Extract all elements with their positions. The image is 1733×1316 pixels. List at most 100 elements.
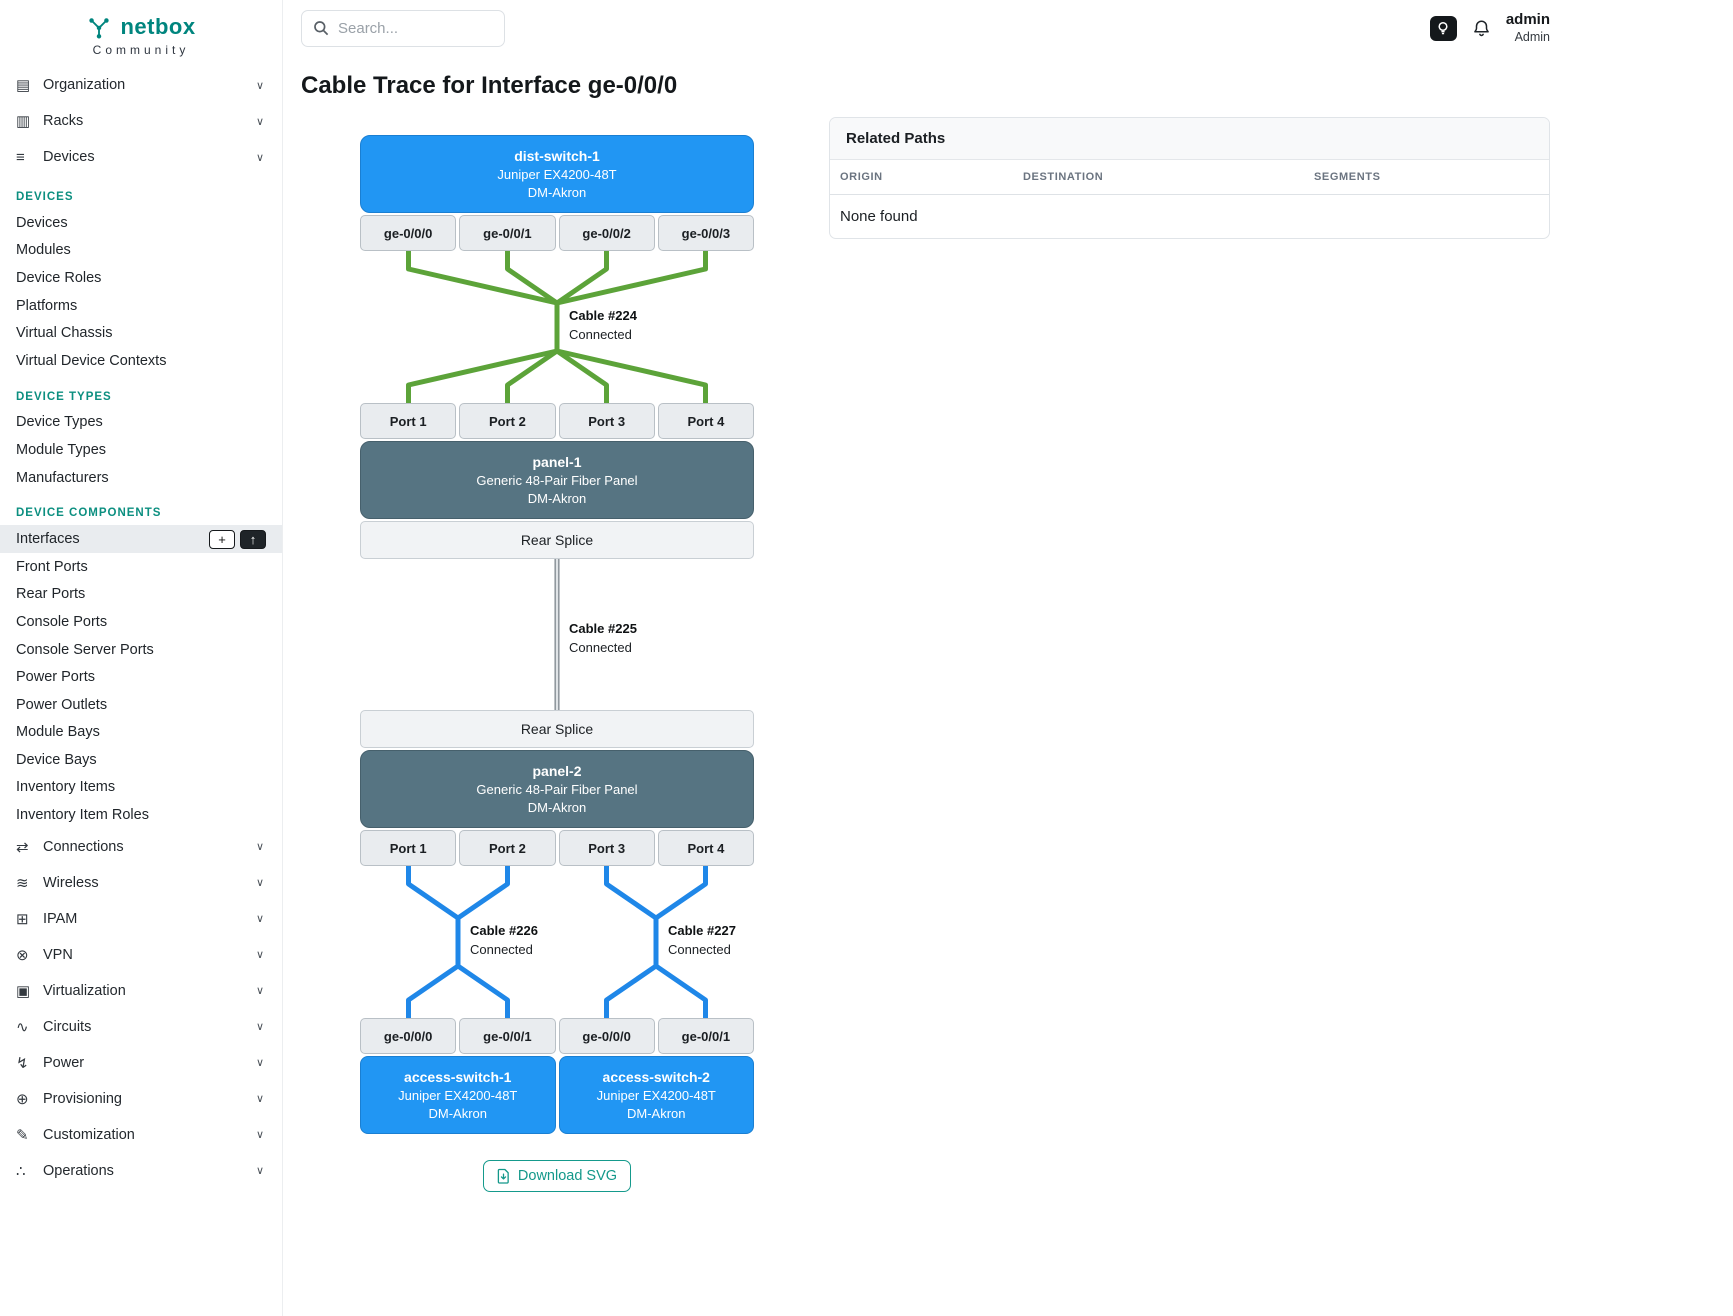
chevron-down-icon: ∨ <box>255 115 264 128</box>
sidebar-item-rear-ports[interactable]: Rear Ports <box>16 586 86 603</box>
port-as1-ge-0-0-1[interactable]: ge-0/0/1 <box>459 1018 556 1054</box>
rear-splice-top[interactable]: Rear Splice <box>360 521 754 559</box>
cable-227-label[interactable]: Cable #227 Connected <box>668 923 736 957</box>
sidebar-item-device-types[interactable]: Device Types <box>16 414 103 431</box>
port-ge-0-0-1[interactable]: ge-0/0/1 <box>459 215 556 251</box>
user-menu[interactable]: admin Admin <box>1506 11 1550 45</box>
device-site: DM-Akron <box>626 1106 686 1121</box>
sidebar-group-provisioning[interactable]: ⊕ Provisioning ∨ <box>0 1081 282 1117</box>
cable-224-strands <box>406 251 708 403</box>
import-interface-button[interactable]: ↑ <box>240 529 266 549</box>
virtualization-icon: ▣ <box>16 982 31 1000</box>
topbar: admin Admin <box>283 0 1733 56</box>
device-model: Generic 48-Pair Fiber Panel <box>476 473 638 488</box>
cable-225-label[interactable]: Cable #225 Connected <box>569 621 637 655</box>
chevron-down-icon: ∨ <box>255 1129 264 1142</box>
sidebar-group-label: VPN <box>43 946 73 963</box>
sidebar-group-connections[interactable]: ⇄ Connections ∨ <box>0 829 282 865</box>
sidebar-item-module-types[interactable]: Module Types <box>16 441 107 458</box>
port-panel2-4[interactable]: Port 4 <box>657 830 754 866</box>
device-node-access-switch-1[interactable]: access-switch-1 Juniper EX4200-48T DM-Ak… <box>360 1056 556 1134</box>
port-ge-0-0-0[interactable]: ge-0/0/0 <box>360 215 457 251</box>
port-panel1-1[interactable]: Port 1 <box>360 403 457 439</box>
port-panel1-2[interactable]: Port 2 <box>459 403 556 439</box>
notifications-button[interactable] <box>1472 19 1491 38</box>
port-panel1-4[interactable]: Port 4 <box>657 403 754 439</box>
sidebar-item-interfaces[interactable]: Interfaces + ↑ <box>0 525 282 553</box>
device-node-dist-switch-1[interactable]: dist-switch-1 Juniper EX4200-48T DM-Akro… <box>360 135 754 213</box>
sidebar-section-device-components: DEVICE COMPONENTS <box>16 507 162 520</box>
sidebar-group-racks[interactable]: ▥ Racks ∨ <box>0 103 282 139</box>
sidebar-group-ipam[interactable]: ⊞ IPAM ∨ <box>0 901 282 937</box>
device-model: Juniper EX4200-48T <box>398 1088 518 1103</box>
chevron-down-icon: ∨ <box>255 1165 264 1178</box>
device-node-access-switch-2[interactable]: access-switch-2 Juniper EX4200-48T DM-Ak… <box>558 1056 754 1134</box>
port-panel2-2[interactable]: Port 2 <box>459 830 556 866</box>
device-name: dist-switch-1 <box>514 148 600 164</box>
device-node-panel-1[interactable]: panel-1 Generic 48-Pair Fiber Panel DM-A… <box>360 441 754 519</box>
theme-toggle-button[interactable] <box>1429 15 1457 41</box>
sidebar-item-module-bays[interactable]: Module Bays <box>16 724 100 741</box>
related-paths-empty-message: None found <box>840 208 918 225</box>
chevron-down-icon: ∨ <box>255 841 264 854</box>
search-box[interactable] <box>301 9 505 47</box>
sidebar-item-front-ports[interactable]: Front Ports <box>16 558 88 575</box>
sidebar-group-organization[interactable]: ▤ Organization ∨ <box>0 67 282 103</box>
port-ge-0-0-3[interactable]: ge-0/0/3 <box>657 215 754 251</box>
port-as2-ge-0-0-0[interactable]: ge-0/0/0 <box>558 1018 655 1054</box>
sidebar-item-device-roles[interactable]: Device Roles <box>16 269 102 286</box>
sidebar-item-inventory-item-roles[interactable]: Inventory Item Roles <box>16 807 149 824</box>
download-svg-button[interactable]: Download SVG <box>482 1160 632 1192</box>
brand[interactable]: netbox Community <box>0 14 282 57</box>
sidebar-item-platforms[interactable]: Platforms <box>16 297 78 314</box>
port-as1-ge-0-0-0[interactable]: ge-0/0/0 <box>360 1018 457 1054</box>
chevron-down-icon: ∨ <box>255 79 264 92</box>
port-as2-ge-0-0-1[interactable]: ge-0/0/1 <box>657 1018 754 1054</box>
cable-226-label[interactable]: Cable #226 Connected <box>470 923 538 957</box>
sidebar-group-wireless[interactable]: ≋ Wireless ∨ <box>0 865 282 901</box>
sidebar-item-virtual-chassis[interactable]: Virtual Chassis <box>16 325 113 342</box>
chevron-down-icon: ∨ <box>255 949 264 962</box>
top-port-row: ge-0/0/0 ge-0/0/1 ge-0/0/2 ge-0/0/3 <box>360 215 754 251</box>
port-panel2-1[interactable]: Port 1 <box>360 830 457 866</box>
page-title: Cable Trace for Interface ge-0/0/0 <box>301 72 678 99</box>
sidebar-group-label: Provisioning <box>43 1090 122 1107</box>
sidebar-item-manufacturers[interactable]: Manufacturers <box>16 469 109 486</box>
sidebar-group-circuits[interactable]: ∿ Circuits ∨ <box>0 1009 282 1045</box>
sidebar-item-console-server-ports[interactable]: Console Server Ports <box>16 641 154 658</box>
related-paths-title: Related Paths <box>830 118 1549 160</box>
sidebar-item-power-ports[interactable]: Power Ports <box>16 669 95 686</box>
sidebar-group-power[interactable]: ↯ Power ∨ <box>0 1045 282 1081</box>
sidebar-section-devices: DEVICES <box>16 191 74 203</box>
sidebar-item-modules[interactable]: Modules <box>16 242 71 259</box>
sidebar-group-vpn[interactable]: ⊗ VPN ∨ <box>0 937 282 973</box>
cable-226-227-strands <box>406 866 708 1018</box>
sidebar-item-devices[interactable]: Devices <box>16 214 68 231</box>
ipam-icon: ⊞ <box>16 910 29 928</box>
sidebar-group-devices[interactable]: ≡ Devices ∨ <box>0 139 282 175</box>
sidebar-group-virtualization[interactable]: ▣ Virtualization ∨ <box>0 973 282 1009</box>
rear-splice-bottom[interactable]: Rear Splice <box>360 710 754 748</box>
add-interface-button[interactable]: + <box>209 529 235 549</box>
device-name: panel-2 <box>532 763 582 779</box>
sidebar-item-inventory-items[interactable]: Inventory Items <box>16 779 116 796</box>
sidebar-item-virtual-device-contexts[interactable]: Virtual Device Contexts <box>16 352 167 369</box>
racks-icon: ▥ <box>16 113 31 130</box>
cable-224-label[interactable]: Cable #224 Connected <box>569 308 637 342</box>
device-model: Juniper EX4200-48T <box>596 1088 716 1103</box>
device-node-panel-2[interactable]: panel-2 Generic 48-Pair Fiber Panel DM-A… <box>360 750 754 828</box>
column-destination: DESTINATION <box>1023 171 1104 183</box>
customization-icon: ✎ <box>16 1126 29 1144</box>
provisioning-icon: ⊕ <box>16 1090 29 1108</box>
port-panel2-3[interactable]: Port 3 <box>558 830 655 866</box>
search-input[interactable] <box>338 19 493 37</box>
port-ge-0-0-2[interactable]: ge-0/0/2 <box>558 215 655 251</box>
cable-226-227-zone: Cable #226 Connected Cable #227 Connecte… <box>360 866 754 1018</box>
sidebar-group-customization[interactable]: ✎ Customization ∨ <box>0 1117 282 1153</box>
sidebar-item-device-bays[interactable]: Device Bays <box>16 751 97 768</box>
sidebar-item-power-outlets[interactable]: Power Outlets <box>16 696 108 713</box>
sidebar-item-console-ports[interactable]: Console Ports <box>16 613 108 630</box>
port-panel1-3[interactable]: Port 3 <box>558 403 655 439</box>
sidebar-group-operations[interactable]: ∴ Operations ∨ <box>0 1153 282 1189</box>
sidebar-item-label: Interfaces <box>16 531 80 548</box>
